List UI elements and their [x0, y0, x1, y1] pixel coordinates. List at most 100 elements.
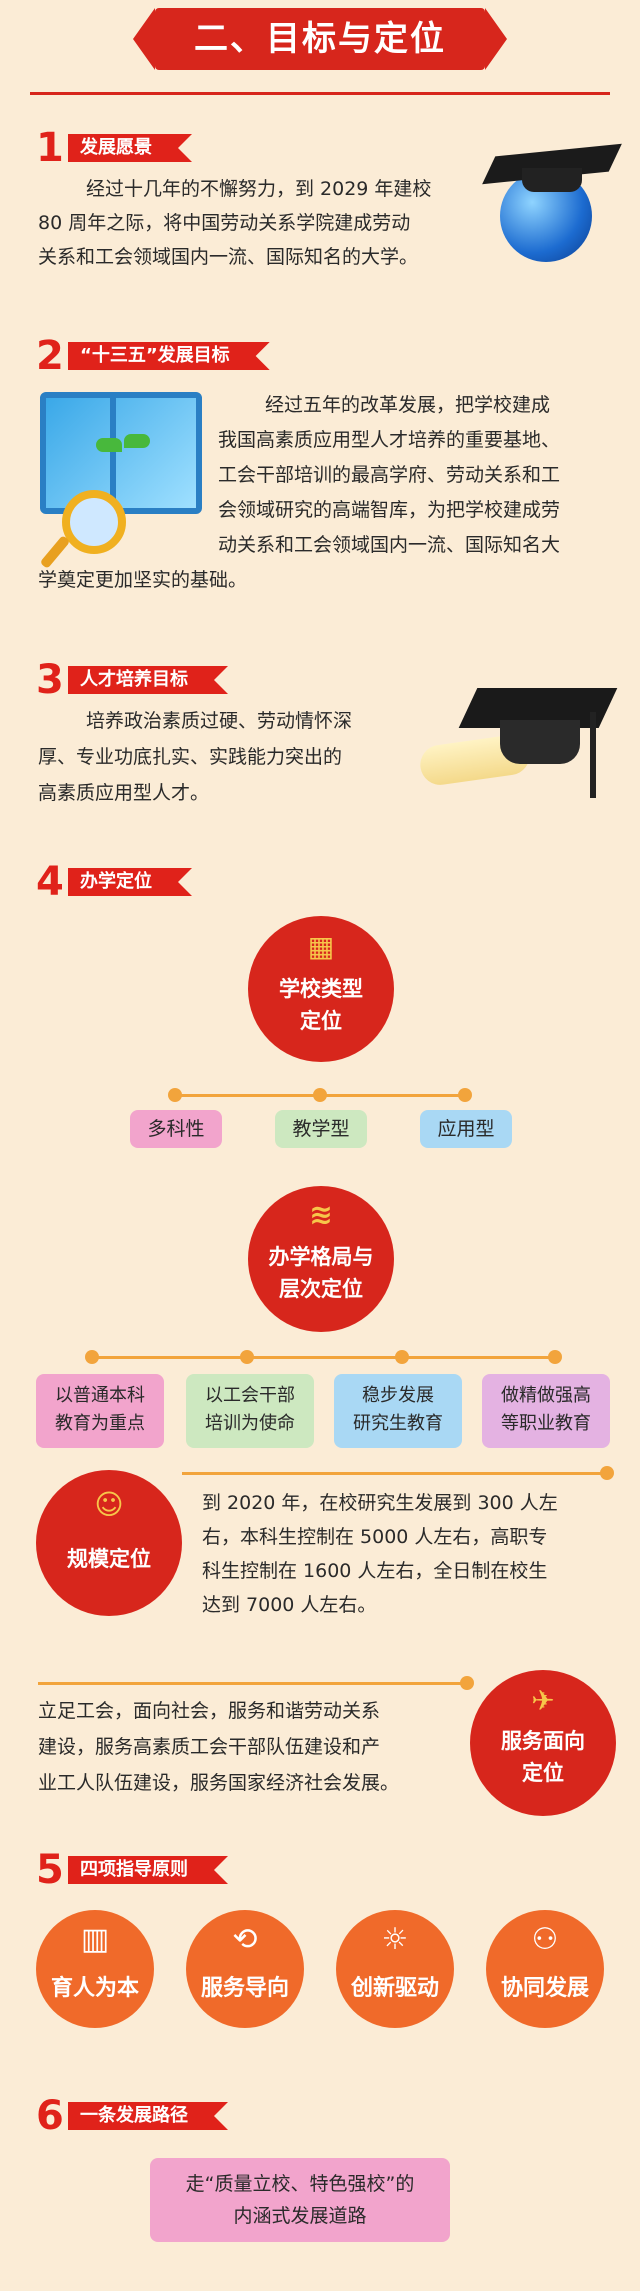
- circle-title: 规模定位: [67, 1547, 151, 1571]
- section-tag: “十三五”发展目标: [68, 342, 270, 370]
- book-spine: [110, 392, 116, 514]
- section-tag: 人才培养目标: [68, 666, 228, 694]
- people-group-icon: ☺: [94, 1488, 124, 1521]
- circle-title-line: 服务面向: [501, 1729, 585, 1753]
- wrench-icon: ✈: [531, 1684, 555, 1717]
- people-icon: ⚇: [531, 1922, 559, 1957]
- circle-title-line: 层次定位: [279, 1277, 363, 1301]
- school-type-circle: ▦ 学校类型 定位: [248, 916, 394, 1062]
- circle-title-line: 定位: [300, 1009, 342, 1033]
- school-type-item: 应用型: [420, 1110, 512, 1148]
- section-tag: 四项指导原则: [68, 1856, 228, 1884]
- scale-line: 达到 7000 人左右。: [202, 1594, 377, 1616]
- connector-dot: [600, 1466, 614, 1480]
- lightbulb-icon: ☼: [381, 1922, 409, 1957]
- pattern-item-line: 稳步发展: [362, 1385, 434, 1406]
- title-banner: 二、目标与定位: [133, 8, 507, 70]
- pattern-item: 稳步发展 研究生教育: [334, 1374, 462, 1448]
- connector-line: [182, 1472, 612, 1475]
- pattern-item: 做精做强高 等职业教育: [482, 1374, 610, 1448]
- section-tag: 办学定位: [68, 868, 192, 896]
- circle-title-line: 定位: [522, 1761, 564, 1785]
- principle-label: 服务导向: [200, 1976, 289, 2001]
- principle-label: 协同发展: [500, 1976, 589, 2001]
- grid-icon: ▦: [307, 930, 335, 963]
- pattern-item: 以普通本科 教育为重点: [36, 1374, 164, 1448]
- scale-line: 科生控制在 1600 人左右，全日制在校生: [202, 1560, 548, 1582]
- school-type-item: 教学型: [275, 1110, 367, 1148]
- service-circle: ✈ 服务面向 定位: [470, 1670, 616, 1816]
- scale-line: 到 2020 年，在校研究生发展到 300 人左: [202, 1492, 558, 1514]
- section-1-line: 80 周年之际，将中国劳动关系学院建成劳动: [38, 212, 411, 234]
- tassel-icon: [590, 712, 596, 798]
- pattern-item-line: 等职业教育: [501, 1413, 591, 1434]
- pattern-circle: ≋ 办学格局与 层次定位: [248, 1186, 394, 1332]
- service-line: 业工人队伍建设，服务国家经济社会发展。: [38, 1772, 400, 1794]
- pattern-item-line: 以普通本科: [55, 1385, 145, 1406]
- principle-circle: ☼ 创新驱动: [336, 1910, 454, 2028]
- book-icon: [40, 392, 202, 514]
- scale-circle: ☺ 规模定位: [36, 1470, 182, 1616]
- section-3-line: 培养政治素质过硬、劳动情怀深: [86, 710, 353, 732]
- sprout-leaf: [124, 434, 150, 448]
- sprout-icon: [96, 438, 122, 452]
- section-number: 6: [36, 2093, 64, 2139]
- scale-line: 右，本科生控制在 5000 人左右，高职专: [202, 1526, 548, 1548]
- section-tag: 发展愿景: [68, 134, 192, 162]
- section-3-line: 厚、专业功底扎实、实践能力突出的: [38, 746, 343, 768]
- connector-line: [92, 1356, 554, 1359]
- connector-dot: [548, 1350, 562, 1364]
- path-line: 走“质量立校、特色强校”的: [185, 2173, 415, 2195]
- section-number: 5: [36, 1847, 64, 1893]
- section-tag: 一条发展路径: [68, 2102, 228, 2130]
- section-1-line: 经过十几年的不懈努力，到 2029 年建校: [86, 178, 432, 200]
- graduation-cap-base: [522, 168, 582, 192]
- pattern-item-line: 培训为使命: [205, 1413, 295, 1434]
- principle-label: 育人为本: [50, 1976, 139, 2001]
- section-3-line: 高素质应用型人才。: [38, 782, 210, 804]
- connector-dot: [240, 1350, 254, 1364]
- books-icon: ▥: [80, 1922, 110, 1957]
- pattern-item-line: 做精做强高: [501, 1385, 591, 1406]
- school-type-item: 多科性: [130, 1110, 222, 1148]
- connector-dot: [168, 1088, 182, 1102]
- graduation-hat-base: [500, 720, 580, 764]
- section-2-line: 学奠定更加坚实的基础。: [38, 569, 248, 591]
- service-line: 立足工会，面向社会，服务和谐劳动关系: [38, 1700, 381, 1722]
- connector-dot: [458, 1088, 472, 1102]
- section-2-line: 动关系和工会领域国内一流、国际知名大: [218, 534, 561, 556]
- section-2-line: 会领域研究的高端智库，为把学校建成劳: [218, 499, 561, 521]
- section-number: 3: [36, 657, 64, 703]
- development-path-box: 走“质量立校、特色强校”的 内涵式发展道路: [150, 2158, 450, 2242]
- circle-title-line: 办学格局与: [268, 1245, 374, 1269]
- pattern-item-line: 以工会干部: [205, 1385, 295, 1406]
- pattern-item-line: 研究生教育: [353, 1413, 443, 1434]
- principle-circle: ⚇ 协同发展: [486, 1910, 604, 2028]
- page-title: 二、目标与定位: [194, 19, 446, 59]
- principle-label: 创新驱动: [350, 1976, 439, 2001]
- section-1-line: 关系和工会领域国内一流、国际知名的大学。: [38, 246, 419, 268]
- connector-dot: [395, 1350, 409, 1364]
- layers-icon: ≋: [309, 1198, 333, 1231]
- connector-line: [38, 1682, 468, 1685]
- handshake-icon: ⟲: [232, 1922, 258, 1957]
- path-line: 内涵式发展道路: [233, 2205, 367, 2227]
- connector-dot: [85, 1350, 99, 1364]
- header-divider: [30, 92, 610, 95]
- section-number: 1: [36, 125, 64, 171]
- section-2-line: 工会干部培训的最高学府、劳动关系和工: [218, 464, 561, 486]
- connector-dot: [313, 1088, 327, 1102]
- magnifier-icon: [62, 490, 126, 554]
- section-number: 4: [36, 859, 64, 905]
- pattern-item: 以工会干部 培训为使命: [186, 1374, 314, 1448]
- circle-title-line: 学校类型: [279, 977, 363, 1001]
- service-line: 建设，服务高素质工会干部队伍建设和产: [38, 1736, 381, 1758]
- section-2-line: 经过五年的改革发展，把学校建成: [265, 394, 551, 416]
- section-number: 2: [36, 333, 64, 379]
- principle-circle: ⟲ 服务导向: [186, 1910, 304, 2028]
- section-2-line: 我国高素质应用型人才培养的重要基地、: [218, 429, 561, 451]
- pattern-item-line: 教育为重点: [55, 1413, 145, 1434]
- connector-dot: [460, 1676, 474, 1690]
- principle-circle: ▥ 育人为本: [36, 1910, 154, 2028]
